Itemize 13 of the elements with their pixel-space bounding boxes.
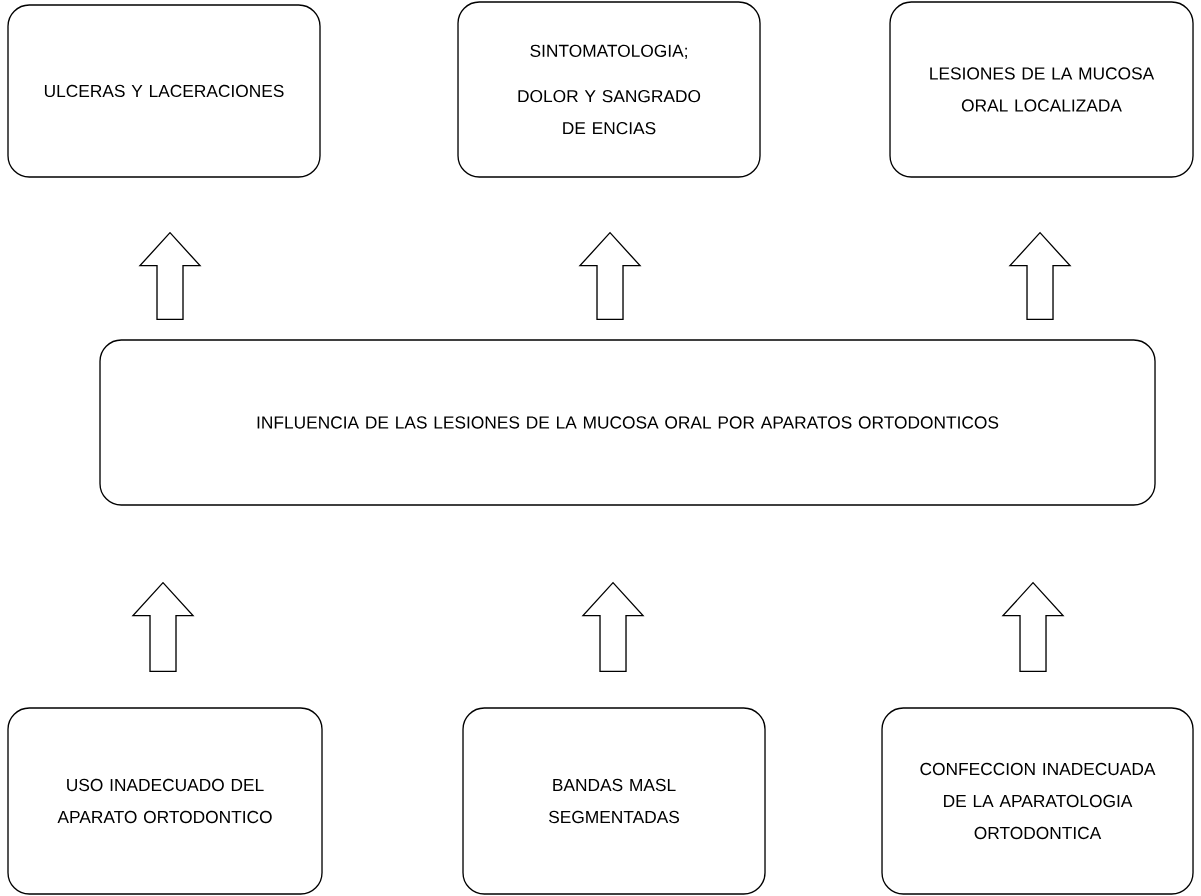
process-box: INFLUENCIA DE LAS LESIONES DE LA MUCOSA ORAL POR APARATOS ORTODONTICOS bbox=[99, 339, 1156, 506]
process-box: USO INADECUADO DEL APARATO ORTODONTICO bbox=[7, 707, 323, 895]
block-arrow bbox=[581, 581, 645, 672]
block-arrow bbox=[1001, 581, 1065, 672]
block-arrow bbox=[138, 231, 202, 320]
process-box: ULCERAS Y LACERACIONES bbox=[7, 4, 321, 178]
process-box: BANDAS MASL SEGMENTADAS bbox=[462, 707, 766, 895]
process-box: CONFECCION INADECUADA DE LA APARATOLOGIA ORTODONTICA bbox=[881, 707, 1194, 895]
block-arrow bbox=[1008, 231, 1072, 320]
block-arrow bbox=[131, 581, 195, 672]
block-arrow bbox=[578, 231, 642, 320]
process-box: LESIONES DE LA MUCOSA ORAL LOCALIZADA bbox=[889, 1, 1194, 178]
process-box: SINTOMATOLOGIA; DOLOR Y SANGRADO DE ENCIAS bbox=[457, 1, 761, 178]
